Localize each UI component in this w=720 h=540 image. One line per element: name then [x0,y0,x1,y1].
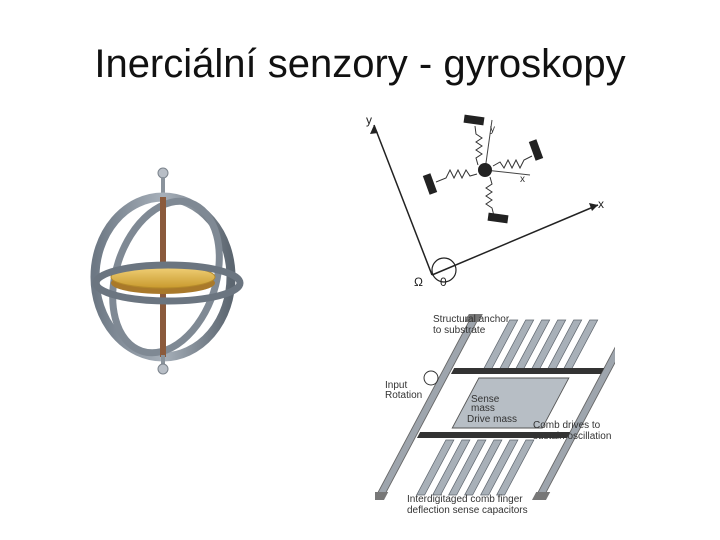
anchor-right [528,139,544,161]
label-center-3: Drive mass [467,414,517,425]
input-rotation-icon [423,370,439,386]
label-omega: Ω [414,275,423,289]
inner-y-axis [484,119,493,171]
proof-mass [478,163,492,177]
label-anchor-2: to substrate [433,325,486,336]
anchor-bottom [487,212,509,224]
anchor-top [463,114,485,126]
label-interdig-1: Interdigitaged comb finger [407,494,523,505]
rotation-circle [431,257,457,283]
label-y-inner: y [490,124,495,135]
label-input-2: Rotation [385,390,422,401]
label-anchor-1: Structural anchor [433,314,510,325]
slide-title: Inerciální senzory - gyroskopy [94,42,626,86]
spring-mass-axis-diagram: y x Ω 0 y x [366,113,604,289]
label-x-outer: x [598,197,604,211]
label-x-inner: x [520,174,525,185]
label-center-2: mass [471,403,495,414]
anchor-left [422,173,438,195]
inner-x-axis [484,169,531,176]
mems-gyroscope-diagram: Structural anchor to substrate Input Rot… [375,314,615,516]
gimbal-gyroscope-illustration [90,167,244,375]
label-input-1: Input [385,380,407,391]
x-axis-line [431,204,599,276]
label-zero: 0 [440,275,447,289]
label-comb-1: Comb drives to [533,420,601,431]
label-y-outer: y [366,113,372,127]
label-center-1: Sense [471,394,500,405]
label-comb-2: sustain oscillation [533,431,611,442]
label-interdig-2: deflection sense capacitors [407,505,528,516]
y-axis-line [373,124,433,276]
